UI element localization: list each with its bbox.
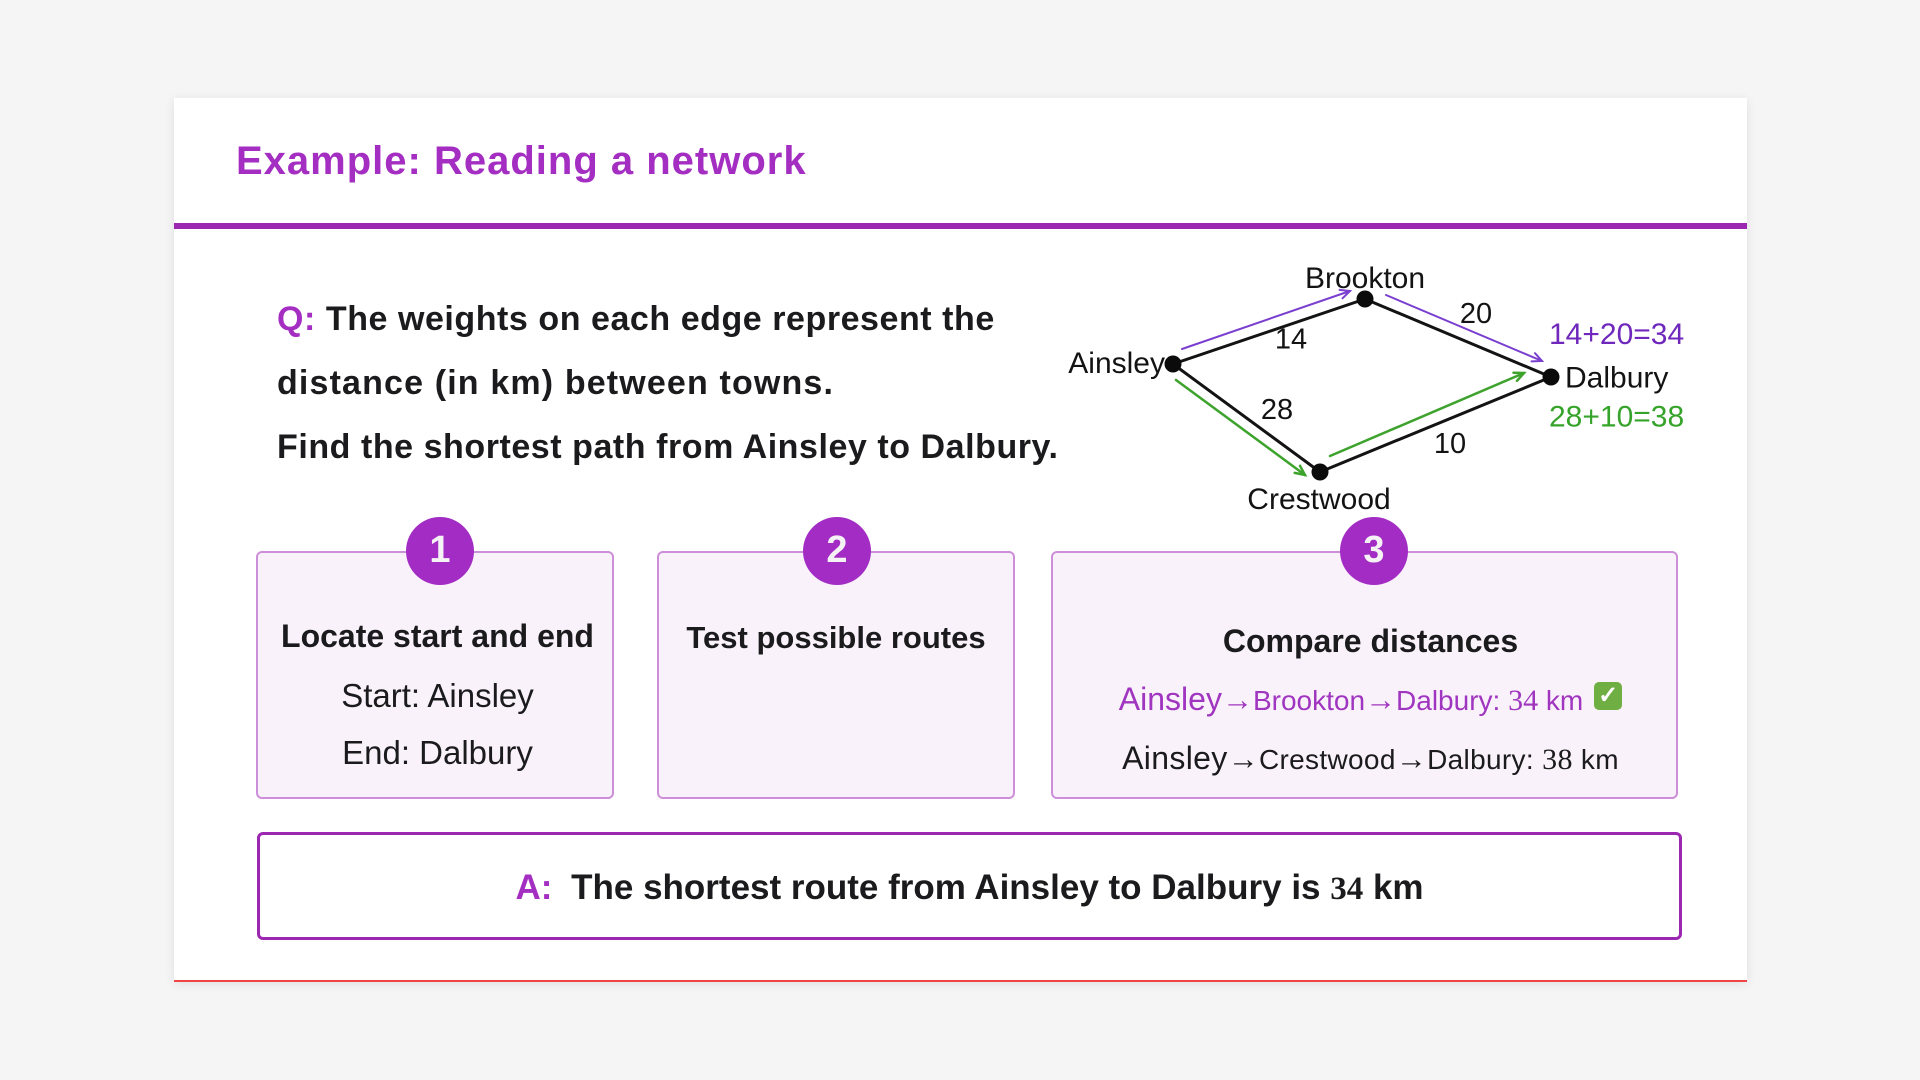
svg-text:10: 10 xyxy=(1434,428,1466,460)
svg-text:Ainsley: Ainsley xyxy=(1068,347,1165,380)
svg-text:28+10=38: 28+10=38 xyxy=(1549,401,1684,434)
svg-text:Crestwood: Crestwood xyxy=(1247,483,1390,516)
svg-text:Brookton: Brookton xyxy=(1305,262,1425,295)
svg-text:20: 20 xyxy=(1460,298,1492,330)
svg-text:28: 28 xyxy=(1261,394,1293,426)
svg-text:14: 14 xyxy=(1275,324,1307,356)
svg-text:Dalbury: Dalbury xyxy=(1565,362,1668,395)
svg-text:14+20=34: 14+20=34 xyxy=(1549,318,1684,351)
